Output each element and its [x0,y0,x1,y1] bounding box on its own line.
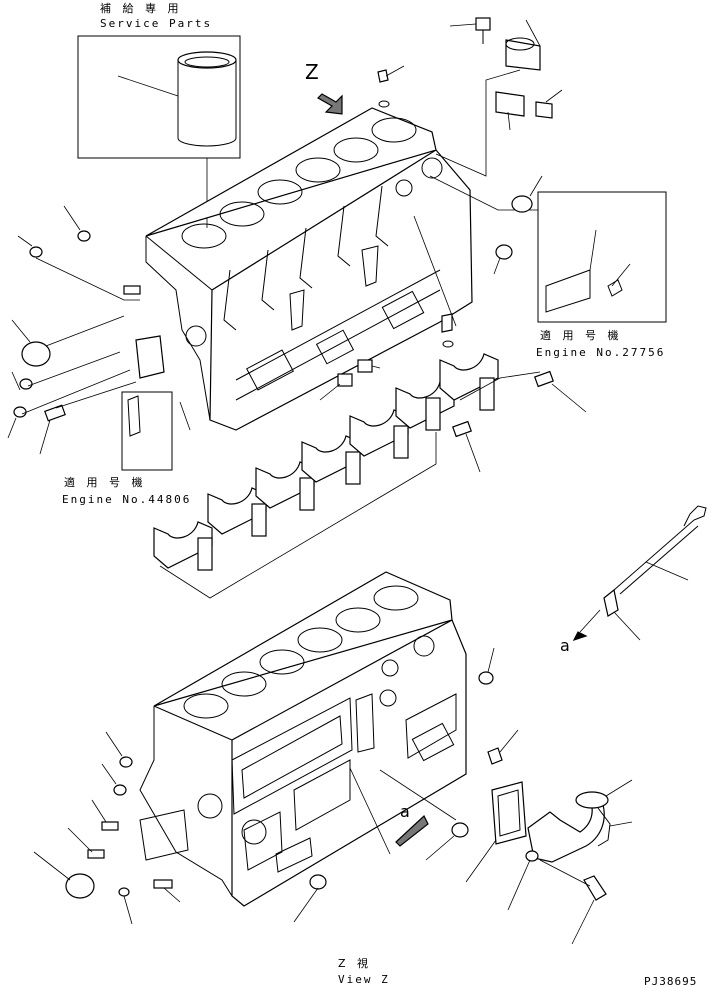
arrow-a-upper-label: a [560,636,570,655]
drawing-number: PJ38695 [644,975,698,988]
engine-no-44806-label: Engine No.44806 [62,493,192,506]
arrow-a-lower-label: a [400,802,410,821]
view-z-jp-label: Z 視 [338,957,373,970]
upper-cylinder-block [145,107,473,431]
service-parts-jp-label: 補 給 専 用 [100,2,183,15]
dipstick-assembly [572,505,707,642]
lower-block-bores [183,585,419,719]
engine-no-44806-jp-label: 適 用 号 機 [64,476,147,489]
engine-no-27756-jp-label: 適 用 号 機 [540,329,623,342]
service-parts-box [77,35,241,228]
cylinder-liner [177,51,237,147]
lower-cylinder-block [139,571,467,907]
oil-filler-assembly [465,779,633,945]
upper-small-parts [319,17,587,473]
view-z-label: View Z [338,973,390,986]
arrow-z-label: Z [305,60,319,84]
engine-no-44806-box [121,391,191,471]
upper-block-bores [181,117,417,249]
z-direction-arrow [317,93,343,115]
service-parts-label: Service Parts [100,17,213,30]
upper-block-ribs [223,185,441,401]
engine-no-27756-label: Engine No.27756 [536,346,666,359]
main-bearing-caps [153,353,541,599]
left-upper-small-parts [7,205,165,455]
lower-small-parts [33,647,519,925]
